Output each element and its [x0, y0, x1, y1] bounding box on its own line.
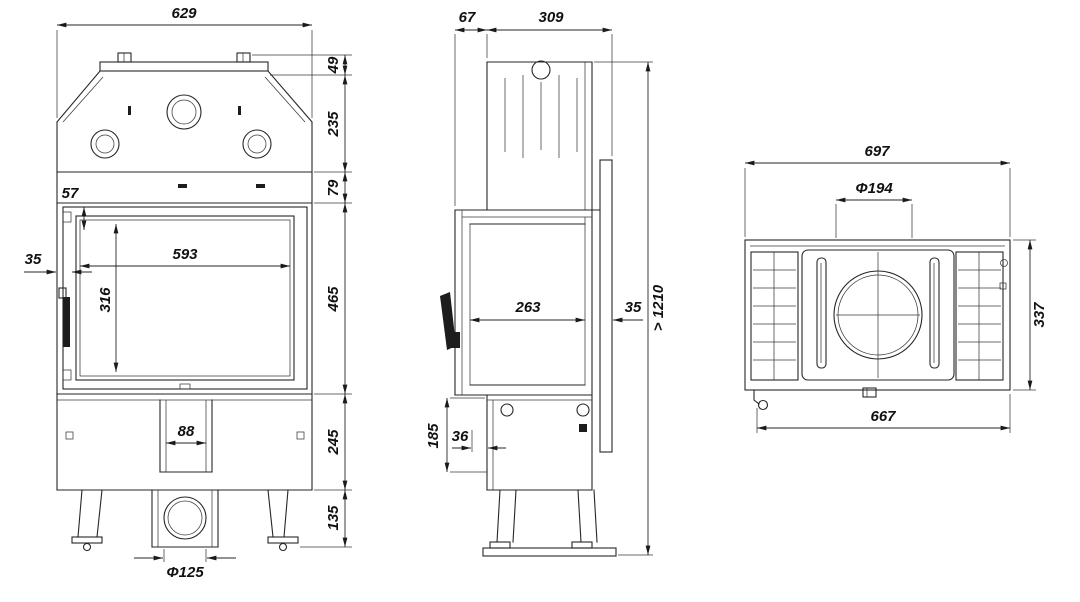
dim-front-frame-width: 35: [25, 251, 42, 268]
dim-front-duct-width: 88: [178, 423, 195, 440]
front-view-dimensions: 629 49 235 79 465 245 135 57: [24, 5, 352, 581]
dim-side-rear-wall: 35: [625, 299, 642, 316]
dim-front-band-height: 79: [325, 179, 342, 196]
top-view-dimensions: 697 Φ194 337 667: [744, 143, 1048, 433]
dim-front-door-height: 465: [325, 286, 342, 313]
dim-top-body-width: 667: [870, 408, 896, 425]
dim-top-collar-diameter: Φ194: [855, 180, 893, 197]
top-view: 697 Φ194 337 667: [744, 143, 1048, 433]
dim-top-overall-width: 697: [864, 143, 890, 160]
dim-front-glass-height: 316: [97, 287, 114, 313]
front-view-structure: [56, 52, 313, 552]
dim-front-glass-offset: 57: [62, 185, 79, 202]
dim-side-front-offset: 67: [459, 9, 476, 26]
dim-front-glass-width: 593: [172, 246, 198, 263]
dim-side-base-height: 185: [425, 423, 442, 449]
dim-front-base-height: 245: [325, 429, 342, 456]
dim-front-top-plate-height: 49: [325, 56, 342, 74]
front-view: 629 49 235 79 465 245 135 57: [24, 5, 352, 581]
dim-front-overall-width: 629: [171, 5, 197, 22]
dim-side-overall-height: > 1210: [650, 284, 667, 331]
side-view: 67 309 > 1210 263 35 185 36: [425, 9, 667, 557]
side-view-dimensions: 67 309 > 1210 263 35 185 36: [425, 9, 667, 556]
dim-top-depth: 337: [1031, 302, 1048, 328]
flue-outlet-circle: [163, 496, 207, 540]
dim-front-hood-height: 235: [325, 111, 342, 138]
dim-front-flue-diameter: Φ125: [166, 564, 204, 581]
side-view-structure: [440, 60, 617, 557]
dim-side-base-inset: 36: [452, 428, 469, 445]
dim-side-depth: 309: [538, 9, 564, 26]
dim-front-leg-height: 135: [325, 505, 342, 531]
door-handle: [63, 297, 70, 347]
dim-side-glass-depth: 263: [514, 299, 541, 316]
flue-collar-side: [531, 60, 551, 80]
top-view-structure: [744, 239, 1011, 411]
